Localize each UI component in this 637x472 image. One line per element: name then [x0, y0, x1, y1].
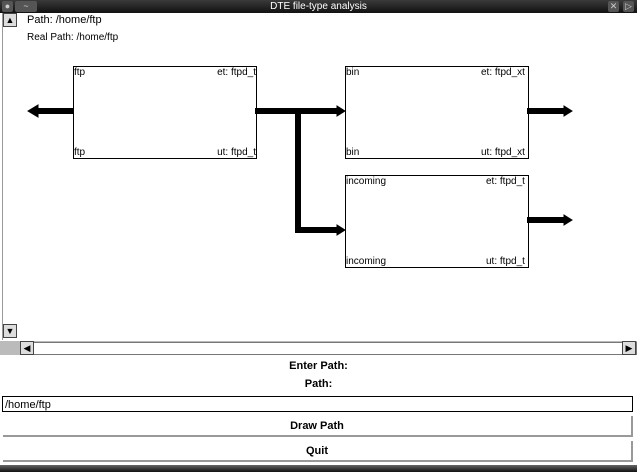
- node-ut: ut: ftpd_t: [486, 256, 525, 267]
- enter-path-label: Enter Path:: [289, 360, 348, 372]
- scroll-up-icon[interactable]: ▲: [3, 13, 17, 27]
- node-et: et: ftpd_xt: [481, 67, 525, 78]
- quit-button[interactable]: Quit: [3, 441, 633, 462]
- path-input[interactable]: /home/ftp: [2, 396, 633, 412]
- node-et: et: ftpd_t: [217, 67, 256, 78]
- real-path-text: Real Path: /home/ftp: [27, 32, 119, 43]
- title-bar: ● ~ DTE file-type analysis ✕ ▷: [0, 0, 637, 13]
- scroll-track[interactable]: [20, 342, 637, 355]
- node-name-bottom: bin: [346, 147, 360, 158]
- node-name: bin: [346, 67, 360, 78]
- maximize-icon[interactable]: ▷: [623, 1, 634, 12]
- path-text: Path: /home/ftp: [27, 14, 102, 26]
- window-menu-icon[interactable]: ●: [2, 1, 13, 12]
- node-et: et: ftpd_t: [486, 176, 525, 187]
- scroll-right-icon[interactable]: ▶: [622, 341, 636, 355]
- node-ftp[interactable]: ftp et: ftpd_t ftp ut: ftpd_t: [73, 66, 257, 159]
- node-name-bottom: ftp: [74, 147, 86, 158]
- node-incoming[interactable]: incoming et: ftpd_t incoming ut: ftpd_t: [345, 175, 529, 268]
- node-ut: ut: ftpd_xt: [481, 147, 525, 158]
- vertical-scrollbar[interactable]: ▲ ▼: [2, 13, 18, 340]
- window-bottom-border: [0, 465, 637, 472]
- scroll-left-icon[interactable]: ◀: [20, 341, 34, 355]
- draw-path-button[interactable]: Draw Path: [3, 416, 633, 437]
- arrow-left-icon: [27, 104, 39, 118]
- shade-icon[interactable]: ~: [15, 1, 37, 12]
- node-bin[interactable]: bin et: ftpd_xt bin ut: ftpd_xt: [345, 66, 529, 159]
- horizontal-scrollbar[interactable]: ◀ ▶: [0, 341, 637, 355]
- node-ut: ut: ftpd_t: [217, 147, 256, 158]
- diagram-canvas: Path: /home/ftp Real Path: /home/ftp ftp…: [17, 13, 637, 340]
- scroll-down-icon[interactable]: ▼: [3, 324, 17, 338]
- connector-lines: [27, 104, 573, 236]
- window-title: DTE file-type analysis: [270, 1, 367, 12]
- path-label: Path:: [304, 378, 333, 390]
- node-name-bottom: incoming: [346, 256, 387, 267]
- node-name: ftp: [74, 67, 86, 78]
- close-icon[interactable]: ✕: [608, 1, 619, 12]
- node-name: incoming: [346, 176, 387, 187]
